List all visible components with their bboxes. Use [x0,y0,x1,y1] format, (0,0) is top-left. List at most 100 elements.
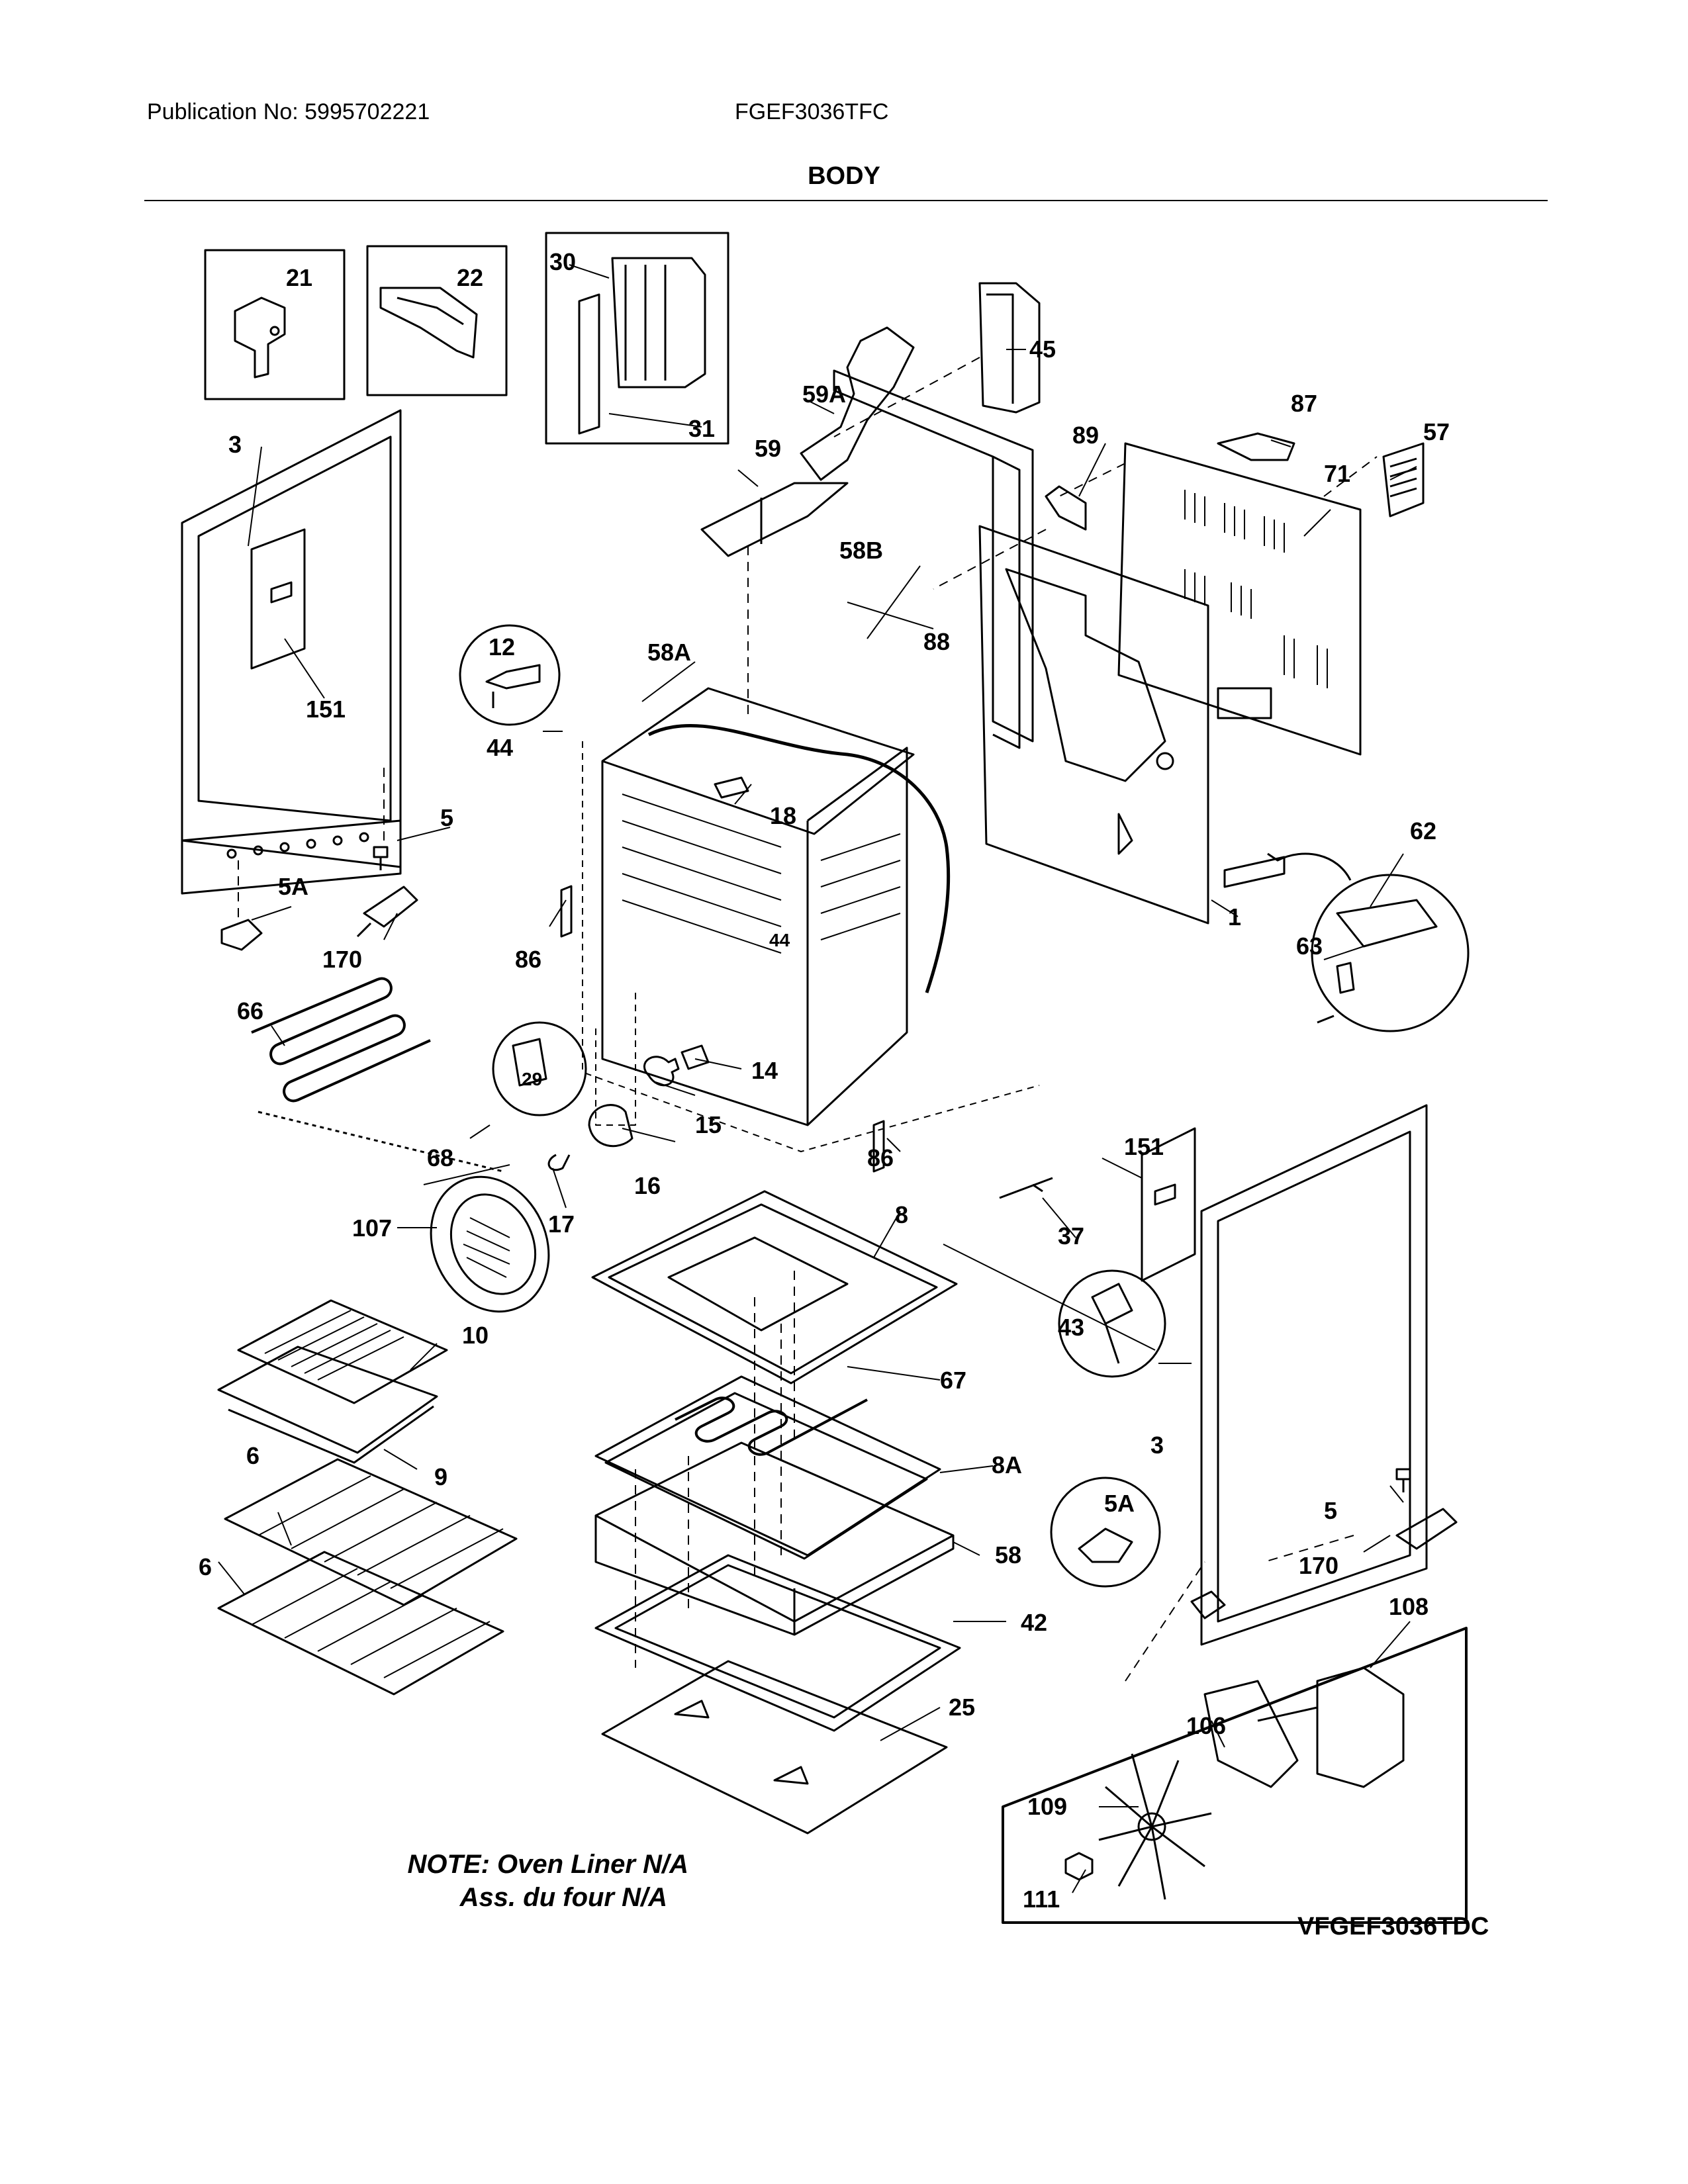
callout-label: 63 [1296,933,1323,960]
callout-label: 5A [1104,1490,1135,1517]
part-71-back-panel [1117,442,1362,756]
callout-label: 86 [515,946,541,973]
callout-label: 15 [695,1111,722,1138]
callout-label: 67 [940,1367,966,1394]
callout-label: 66 [237,997,263,1024]
part-37-wire [999,1177,1053,1199]
part-170-hinge-bracket [356,886,418,938]
callout-label: 62 [1410,817,1436,844]
part-16-lens [588,1104,633,1148]
callout-label: 5A [278,873,308,900]
callout-label: 71 [1324,460,1350,487]
callout-label: 18 [770,802,796,829]
inset-circle-12 [459,624,561,726]
callout-label: 151 [1124,1133,1164,1160]
callout-label: 58A [647,639,691,666]
part-107-fan-cover [430,1175,550,1313]
inset-circle-29 [492,1021,587,1116]
callout-label: 3 [1150,1432,1164,1459]
part-5a-hinge-right [1190,1590,1226,1619]
callout-label: 68 [427,1144,453,1171]
callout-label: 9 [434,1463,447,1490]
part-62-terminal [1223,856,1286,888]
inset-circle-5a [1050,1477,1161,1588]
part-68-probe [258,1111,504,1173]
callout-label: 106 [1186,1712,1226,1739]
part-6-oven-rack-upper [224,1458,518,1606]
part-67-broil-element [675,1396,868,1456]
part-25-bottom-plate [601,1660,948,1835]
part-151-door-bracket [250,528,306,670]
callout-label: 87 [1291,390,1317,417]
part-151-door-bracket-right [1141,1127,1196,1282]
callout-label: 5 [1324,1497,1337,1524]
publication-number: Publication No: 5995702221 [147,99,430,124]
inset-circle-43 [1058,1269,1166,1378]
callout-label: 42 [1021,1609,1047,1636]
part-3-oven-door-left [181,409,402,895]
part-15-bulb [643,1056,680,1087]
callout-label: 8 [895,1201,908,1228]
callout-label: 16 [634,1172,661,1199]
part-86-bracket-right [872,1120,885,1173]
part-111-nut [1064,1852,1094,1881]
callout-label: 43 [1058,1314,1084,1341]
part-59-duct [700,482,849,557]
part-17-clip [547,1154,571,1171]
callout-label: 37 [1058,1222,1084,1250]
part-14-socket [680,1044,710,1070]
part-8-oven-bottom [591,1190,958,1385]
page-title: BODY [808,162,880,190]
callout-label: 88 [923,628,950,655]
fan-kit-box [1002,1627,1468,1924]
part-callouts: 21 22 30 31 45 59A 59 87 57 89 71 3 151 … [199,248,1450,1913]
part-59a-duct [800,326,915,481]
part-58a-oven-liner [582,687,1040,1152]
part-108-fan-motor [1257,1666,1405,1788]
part-1-rear-panel [978,525,1209,925]
callout-label: 21 [286,264,312,291]
callout-label: 86 [867,1144,894,1171]
callout-label: 17 [548,1210,575,1238]
model-number: FGEF3036TFC [735,99,889,124]
callout-label: 1 [1228,903,1241,931]
part-109-fan-blade [1098,1753,1212,1900]
callout-label: 89 [1072,422,1099,449]
leader-lines [238,357,1378,1682]
part-89-bracket [1045,485,1087,531]
callout-label: 10 [462,1322,489,1349]
part-5-screw-right [1395,1468,1411,1492]
note-line-1: NOTE: Oven Liner N/A [407,1850,689,1879]
inset-box-22 [366,245,508,396]
part-87-plate [1217,432,1295,461]
inset-box-30-31 [545,232,729,445]
note-line-2: Ass. du four N/A [459,1883,667,1912]
callout-label: 29 [522,1069,542,1089]
part-5a-hinge [220,919,263,951]
part-9-broil-pan [217,1345,438,1464]
callout-label: 58 [995,1541,1021,1569]
callout-label: 170 [322,946,362,973]
part-5-screw [373,846,389,870]
part-58b-insulation [833,369,1034,749]
part-10-broil-grid [237,1299,448,1404]
part-45-bracket [978,282,1041,414]
callout-label: 151 [306,696,346,723]
callout-label: 108 [1389,1593,1429,1620]
callout-label: 59 [755,435,781,462]
callout-label: 44 [769,930,790,950]
part-18-clip [714,776,749,799]
part-8a-frame [594,1375,941,1560]
fan-kit-code: VFGEF3036TDC [1297,1913,1489,1940]
callout-label: 5 [440,804,453,831]
header-divider [144,200,1548,201]
inset-circle-62-63 [1311,874,1470,1032]
callout-label: 57 [1423,418,1450,445]
part-86-bracket-left [560,885,573,938]
callout-label: 59A [802,381,846,408]
callout-label: 6 [199,1553,212,1580]
part-106-fan-bracket [1203,1680,1299,1788]
part-3-oven-door-right [1200,1104,1428,1646]
callout-label: 58B [839,537,883,564]
callout-label: 111 [1023,1886,1060,1913]
